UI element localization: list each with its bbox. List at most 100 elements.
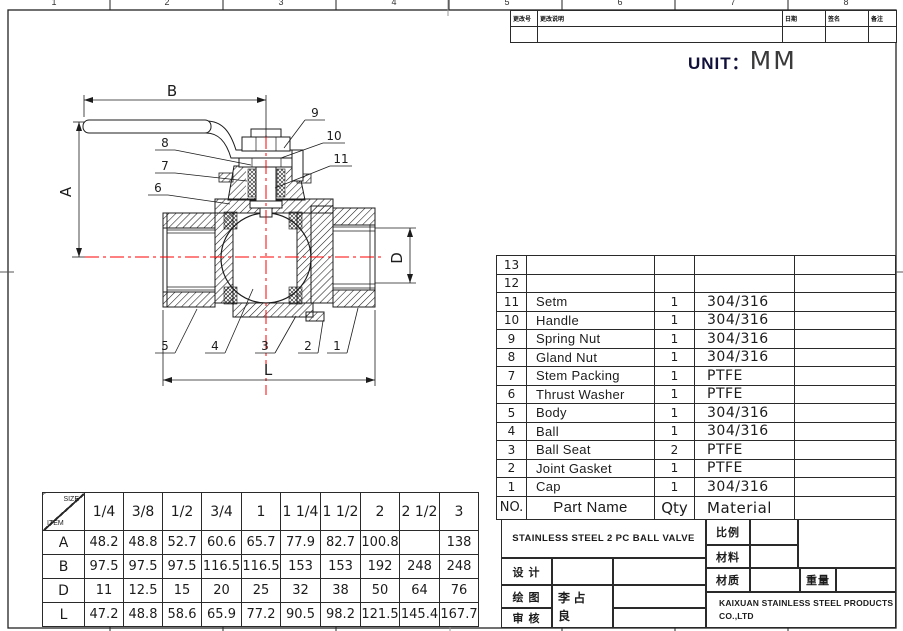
part-no: 7 — [496, 366, 527, 386]
handle-grip — [82, 119, 212, 134]
size-col: 1 1/4 — [280, 492, 321, 531]
part-qty: 1 — [654, 421, 695, 441]
part-name: Body — [526, 403, 655, 423]
rev-col-desc: 更改说明 — [537, 10, 783, 27]
rev-col-no: 更改号 — [510, 10, 538, 27]
svg-text:L: L — [264, 361, 273, 379]
row-spacer — [794, 403, 896, 423]
scale-value-cell — [750, 519, 798, 545]
size-row-label: L — [42, 602, 85, 627]
part-name — [526, 255, 655, 275]
centerlines — [85, 135, 385, 395]
dim-A: A — [57, 121, 85, 258]
part-material: PTFE — [694, 366, 795, 386]
svg-text:B: B — [167, 82, 177, 100]
svg-text:8: 8 — [161, 136, 169, 150]
row-spacer — [794, 329, 896, 349]
part-name: Thrust Washer — [526, 384, 655, 404]
part-qty: 1 — [654, 384, 695, 404]
part-no: 13 — [496, 255, 527, 275]
part-qty: 1 — [654, 366, 695, 386]
material2-value-cell — [750, 568, 800, 592]
part-no: 5 — [496, 403, 527, 423]
size-col: 1/2 — [162, 492, 202, 531]
size-row-label: B — [42, 554, 85, 579]
size-col: 2 1/2 — [399, 492, 440, 531]
part-no: 11 — [496, 292, 527, 312]
revision-header-row: 更改号 更改说明 日期 签名 备注 — [510, 10, 897, 27]
part-qty: 2 — [654, 440, 695, 460]
unit-label: UNIT： — [688, 54, 750, 73]
row-spacer — [794, 273, 896, 293]
drawing-title: STAINLESS STEEL 2 PC BALL VALVE — [501, 519, 706, 558]
weight-label: 重量 — [800, 568, 836, 592]
part-no: 1 — [496, 477, 527, 497]
part-qty: 1 — [654, 458, 695, 478]
part-no: 3 — [496, 440, 527, 460]
part-qty: 1 — [654, 329, 695, 349]
callout-3: 3 — [255, 315, 297, 354]
part-material: 304/316 — [694, 310, 795, 330]
part-material: 304/316 — [694, 403, 795, 423]
part-qty: 1 — [654, 477, 695, 497]
callout-9: 9 — [283, 106, 325, 149]
row-spacer — [794, 458, 896, 478]
svg-text:4: 4 — [391, 0, 396, 7]
size-col: 1 1/2 — [320, 492, 361, 531]
part-qty: 1 — [654, 403, 695, 423]
part-qty — [654, 273, 695, 293]
revision-table: 更改号 更改说明 日期 签名 备注 — [510, 10, 897, 43]
part-name: Joint Gasket — [526, 458, 655, 478]
material-value-cell — [750, 545, 798, 568]
part-name: Gland Nut — [526, 347, 655, 367]
size-col: 2 — [360, 492, 400, 531]
svg-text:5: 5 — [161, 339, 169, 353]
company-line2: CO.,LTD — [719, 611, 754, 621]
audit-label: 审 核 — [501, 608, 552, 628]
size-col: 3/4 — [201, 492, 242, 531]
row-spacer — [794, 255, 896, 275]
callout-7: 7 — [155, 159, 248, 182]
part-material: PTFE — [694, 384, 795, 404]
part-no: 10 — [496, 310, 527, 330]
design-extra-cell — [613, 558, 706, 585]
part-material: 304/316 — [694, 292, 795, 312]
callout-11: 11 — [274, 152, 352, 189]
scale-label: 比例 — [706, 519, 750, 545]
callout-10: 10 — [280, 129, 345, 159]
part-material: 304/316 — [694, 421, 795, 441]
draft-label: 绘 图 — [501, 585, 552, 608]
size-header-row: SIZE ITEM 1/4 3/8 1/2 3/4 1 1 1/4 1 1/2 … — [42, 492, 479, 531]
unit-note: UNIT： MM — [688, 46, 797, 75]
svg-text:8: 8 — [843, 0, 848, 7]
size-col: 3 — [439, 492, 479, 531]
svg-text:5: 5 — [504, 0, 509, 7]
size-row-label: D — [42, 578, 85, 603]
material2-label: 材质 — [706, 568, 750, 592]
company-line1: KAIXUAN STAINLESS STEEL PRODUCTS — [719, 598, 894, 609]
callout-5: 5 — [155, 308, 198, 354]
svg-text:1: 1 — [51, 0, 56, 7]
svg-text:7: 7 — [161, 159, 169, 173]
valve-handle — [82, 119, 304, 182]
rev-col-sign: 签名 — [825, 10, 869, 27]
part-name: Ball — [526, 421, 655, 441]
part-name — [526, 273, 655, 293]
row-spacer — [794, 384, 896, 404]
part-qty: 1 — [654, 347, 695, 367]
row-spacer — [794, 495, 896, 520]
revision-empty-row — [510, 26, 897, 43]
dimensions: B A D L — [57, 82, 416, 386]
parts-header-no: NO. — [496, 495, 527, 520]
part-material — [694, 255, 795, 275]
part-material: 304/316 — [694, 477, 795, 497]
draft-name-line2: 良 — [558, 608, 571, 623]
part-name: Stem Packing — [526, 366, 655, 386]
callout-4: 4 — [205, 288, 254, 354]
